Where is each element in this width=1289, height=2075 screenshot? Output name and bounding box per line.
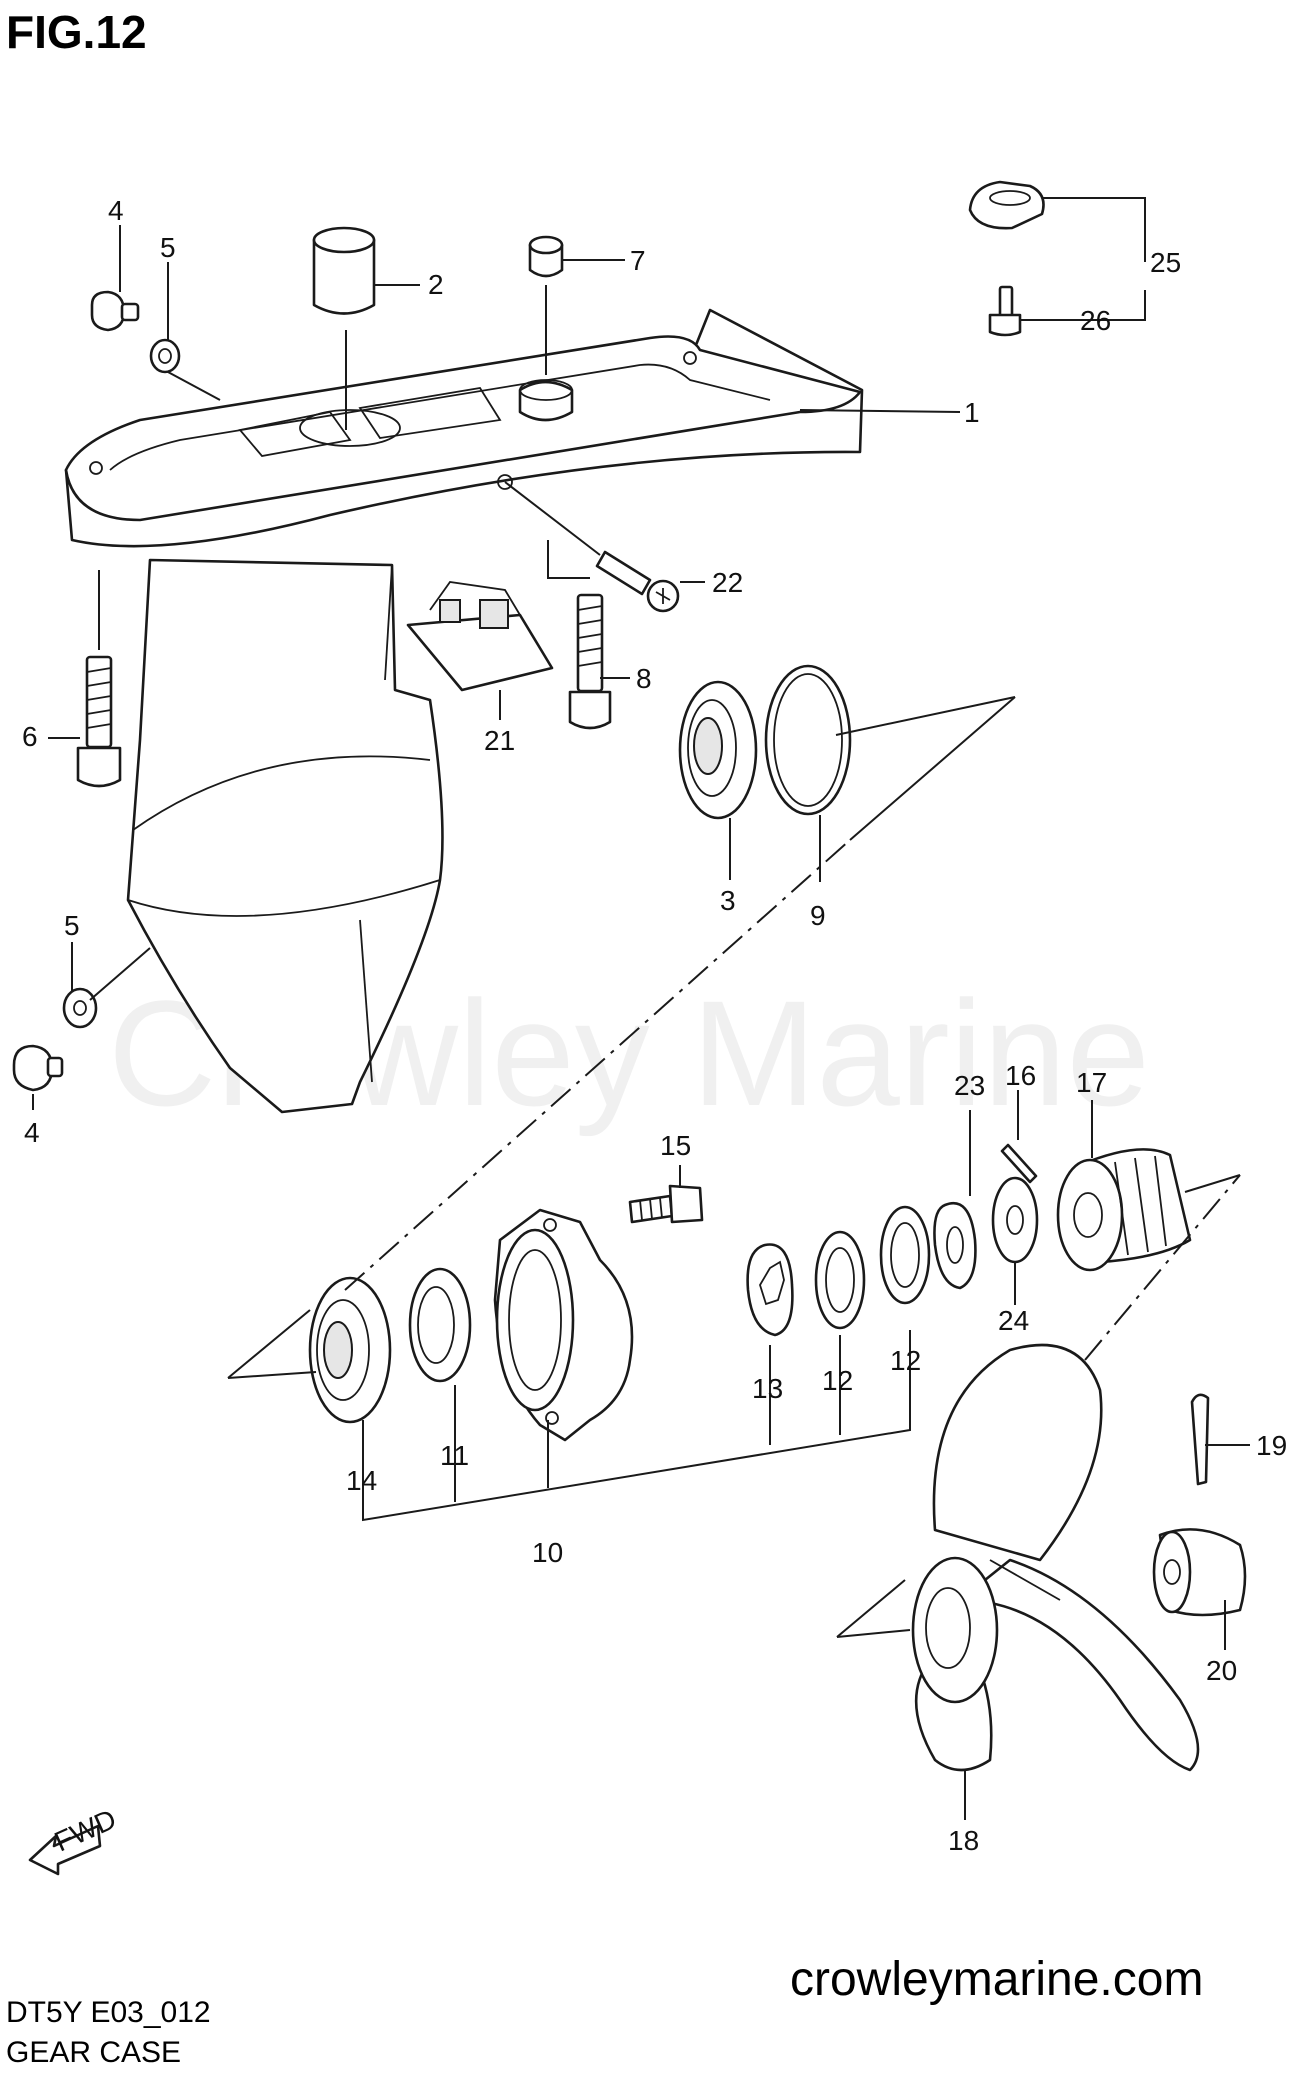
callout-5-lower: 5 bbox=[64, 910, 80, 941]
oil-seal-part-12a[interactable] bbox=[814, 1230, 866, 1330]
website-url[interactable]: crowleymarine.com bbox=[790, 1953, 1203, 2006]
collar-part-7[interactable] bbox=[528, 235, 564, 278]
pin-part-16[interactable] bbox=[1000, 1143, 1038, 1184]
callout-15: 15 bbox=[660, 1130, 691, 1161]
gear-case-housing[interactable] bbox=[64, 308, 864, 1114]
oil-seal-part-12b[interactable] bbox=[879, 1205, 931, 1305]
gasket-lower-part-5[interactable] bbox=[62, 987, 98, 1029]
callout-6: 6 bbox=[22, 721, 38, 752]
callout-22: 22 bbox=[712, 567, 743, 598]
callout-20: 20 bbox=[1206, 1655, 1237, 1686]
screw-part-22[interactable] bbox=[595, 550, 680, 613]
callout-26: 26 bbox=[1080, 305, 1111, 336]
propeller-nut-part-20[interactable] bbox=[1152, 1528, 1247, 1617]
figure-title: FIG.12 bbox=[6, 6, 147, 58]
callout-25: 25 bbox=[1150, 247, 1181, 278]
leader-lines bbox=[32, 197, 1250, 1820]
lock-washer-part-13[interactable] bbox=[746, 1243, 794, 1337]
callout-11: 11 bbox=[440, 1440, 469, 1471]
screw-part-26[interactable] bbox=[988, 285, 1022, 337]
callout-21: 21 bbox=[484, 725, 515, 756]
callout-17: 17 bbox=[1076, 1067, 1107, 1098]
bearing-part-3[interactable] bbox=[678, 680, 758, 820]
callout-1: 1 bbox=[964, 397, 980, 428]
cap-part-25[interactable] bbox=[968, 180, 1045, 230]
propshaft-housing-part-10[interactable] bbox=[493, 1208, 634, 1442]
anode-plate-part-21[interactable] bbox=[406, 581, 554, 692]
callout-4-top: 4 bbox=[108, 195, 124, 226]
callout-13: 13 bbox=[752, 1373, 783, 1404]
thrust-washer-part-23[interactable] bbox=[933, 1202, 977, 1290]
callout-8: 8 bbox=[636, 663, 652, 694]
plug-screw-top-part-4[interactable] bbox=[90, 290, 140, 332]
callout-23: 23 bbox=[954, 1070, 985, 1101]
bushing-part-17[interactable] bbox=[1056, 1148, 1192, 1272]
callout-16: 16 bbox=[1005, 1060, 1036, 1091]
callout-12-left: 12 bbox=[822, 1365, 853, 1396]
bolt-part-15[interactable] bbox=[628, 1184, 704, 1224]
callout-4-lower: 4 bbox=[24, 1117, 40, 1148]
callout-19: 19 bbox=[1256, 1430, 1287, 1461]
propeller-part-18[interactable] bbox=[911, 1343, 1200, 1772]
callout-9: 9 bbox=[810, 900, 826, 931]
plug-screw-lower-part-4[interactable] bbox=[12, 1044, 64, 1092]
callouts: 4 5 2 7 25 26 1 22 8 21 6 3 9 5 4 23 16 … bbox=[22, 195, 1287, 1856]
cotter-pin-part-19[interactable] bbox=[1190, 1393, 1210, 1486]
fwd-arrow-icon: FWD bbox=[28, 1803, 121, 1876]
callout-12-right: 12 bbox=[890, 1345, 921, 1376]
callout-3: 3 bbox=[720, 885, 736, 916]
callout-14: 14 bbox=[346, 1465, 377, 1496]
callout-10: 10 bbox=[532, 1537, 563, 1568]
bearing-part-11[interactable] bbox=[408, 1267, 472, 1383]
bolt-part-8[interactable] bbox=[568, 593, 612, 730]
washer-part-24[interactable] bbox=[991, 1176, 1039, 1264]
diagram-name: GEAR CASE bbox=[6, 2036, 181, 2069]
callout-18: 18 bbox=[948, 1825, 979, 1856]
o-ring-part-9[interactable] bbox=[764, 664, 852, 816]
callout-24: 24 bbox=[998, 1305, 1029, 1336]
diagram-code: DT5Y E03_012 bbox=[6, 1996, 211, 2029]
callout-7: 7 bbox=[630, 245, 646, 276]
callout-2: 2 bbox=[428, 269, 444, 300]
bolt-part-6[interactable] bbox=[76, 655, 122, 788]
gasket-top-part-5[interactable] bbox=[149, 338, 181, 374]
callout-5-top: 5 bbox=[160, 232, 176, 263]
bearing-part-14[interactable] bbox=[308, 1276, 392, 1424]
bushing-part-2[interactable] bbox=[312, 226, 376, 315]
